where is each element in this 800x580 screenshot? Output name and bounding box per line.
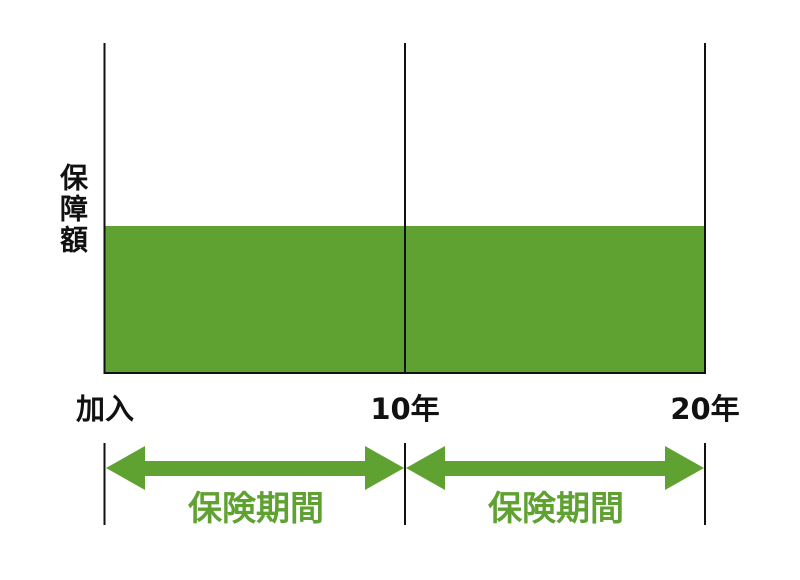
label-20-years: 20年 xyxy=(670,392,739,426)
period-label-1: 保険期間 xyxy=(188,489,324,529)
double-arrow-period-1 xyxy=(106,446,404,490)
double-arrow-period-2 xyxy=(406,446,704,490)
y-axis-label: 保障額 xyxy=(56,163,89,256)
period-label-2: 保険期間 xyxy=(488,489,624,529)
label-start: 加入 xyxy=(76,392,134,426)
label-10-years: 10年 xyxy=(370,392,439,426)
